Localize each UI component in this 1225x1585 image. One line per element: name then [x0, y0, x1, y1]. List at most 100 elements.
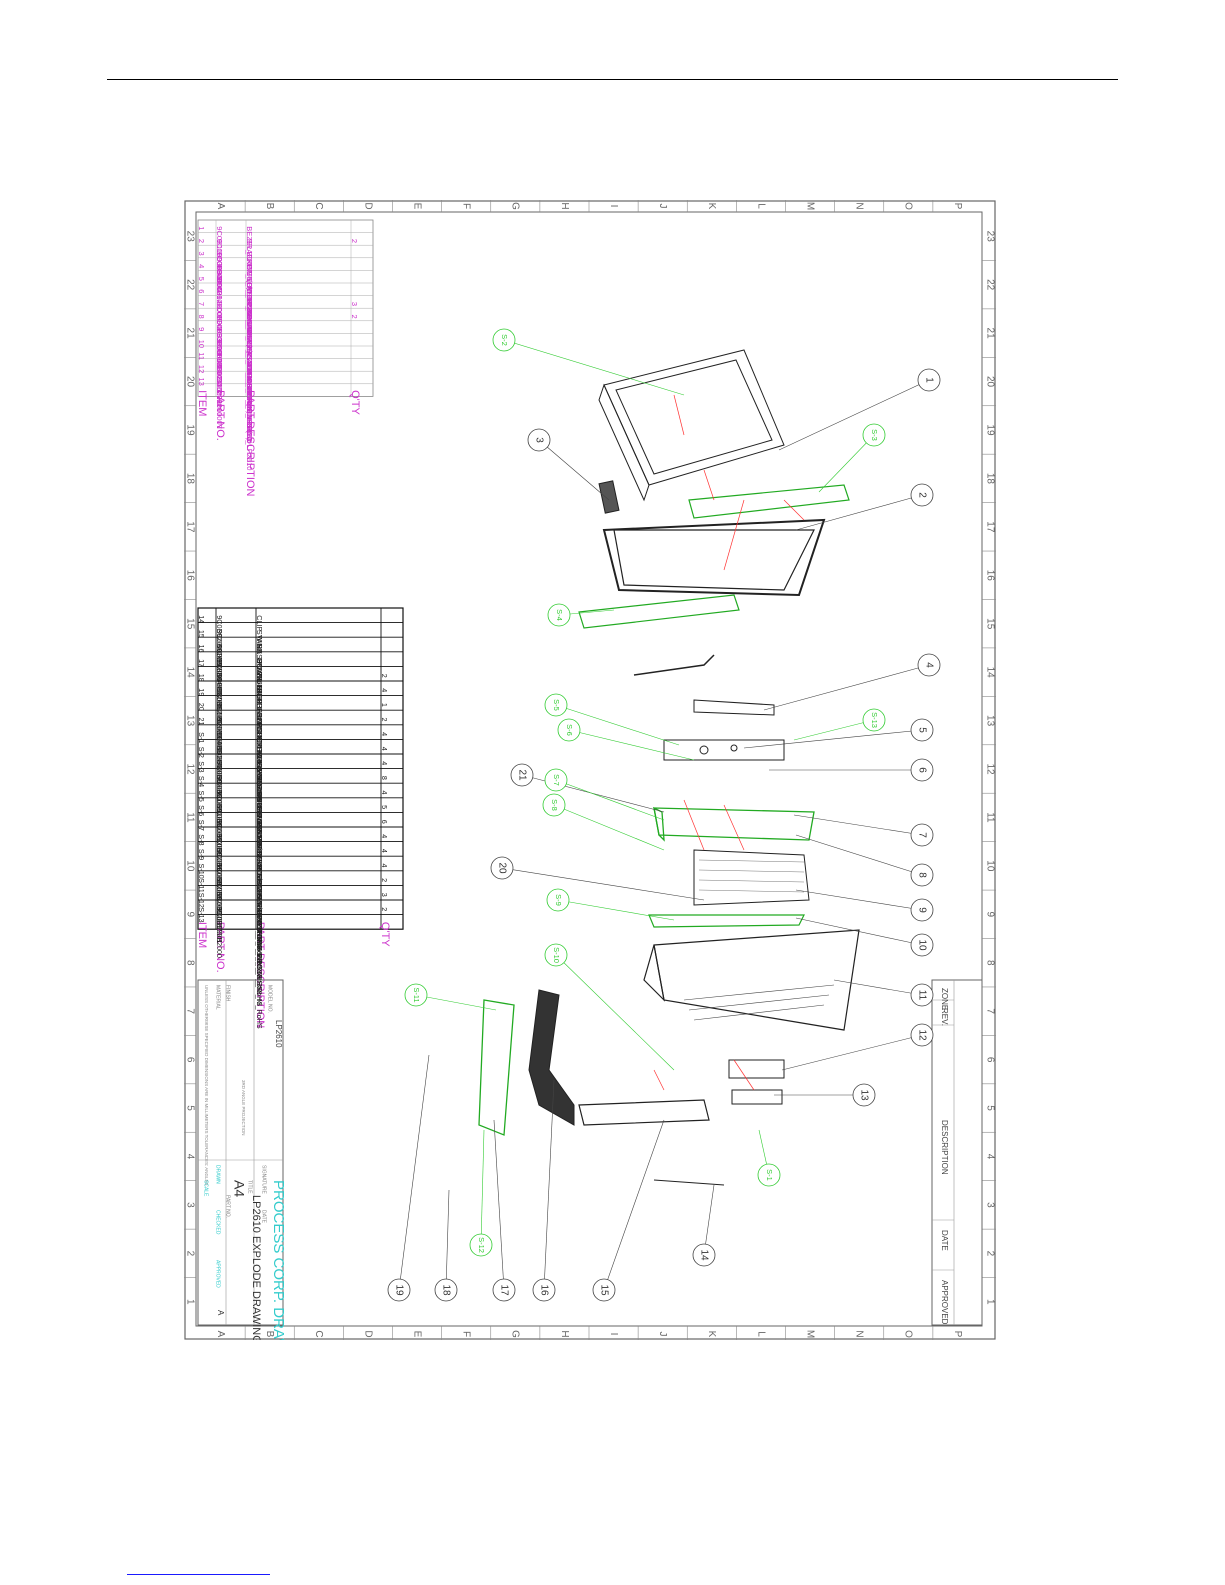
- bracket-back-part: [648, 914, 805, 928]
- bom-cell-desc: BASE_LP2610: [255, 645, 264, 693]
- footer-link-underline[interactable]: [127, 1574, 270, 1575]
- bom-cell-part: 9C0B920B2001: [215, 893, 224, 944]
- screw-callout-label: S-12: [477, 1237, 486, 1253]
- zone-row-label: P: [952, 203, 963, 210]
- bom-cell-qty: 2: [380, 718, 389, 722]
- rev-value: A: [216, 1310, 225, 1316]
- zone-row-label: M: [804, 1330, 815, 1338]
- callout-leader: [743, 729, 923, 749]
- callout-leader: [833, 979, 923, 996]
- zone-col-label: 4: [984, 1154, 995, 1160]
- bom-cell-part: 9C0B920B0003: [215, 849, 224, 900]
- zone-col-label: 6: [184, 1057, 195, 1063]
- zone-row-label: E: [411, 203, 422, 210]
- bom-cell-part: 9C0B9304C002: [215, 340, 224, 393]
- bom-cell-desc: SCREW_PW_CROSS_3x8_Ni_RoHS: [255, 907, 264, 1029]
- bom-cell-desc: SCREW_HEX_M3x5.5_Ni_RoHS: [255, 878, 264, 985]
- revision-header: REV.: [940, 1008, 949, 1026]
- callout-bubble: [510, 763, 534, 787]
- bom-cell-item: 3: [197, 252, 206, 256]
- bom-cell-part: 9C0B110000000: [215, 226, 224, 282]
- bom-cell-qty: 4: [380, 791, 389, 795]
- screw-callout-label: S-2: [500, 334, 509, 346]
- callout-bubble: [910, 983, 934, 1007]
- revision-header: DESCRIPTION: [940, 1120, 949, 1175]
- bom-cell-item: 14: [197, 615, 206, 623]
- zone-row-label: H: [559, 1330, 570, 1337]
- bom-cell-part: 9C0B920B1000: [215, 864, 224, 915]
- projection-label: 3RD ANGLE PROJECTION: [241, 1080, 246, 1136]
- zone-row-label: A: [215, 1331, 226, 1338]
- bom-cell-item: 13: [197, 378, 206, 386]
- callout-label: 4: [923, 662, 934, 668]
- callout-label: 6: [916, 767, 927, 773]
- callout-label: 14: [698, 1249, 709, 1261]
- bom-cell-part: 9C0346230000: [215, 365, 224, 416]
- callout-bubble: [910, 1023, 934, 1047]
- callout-leader: [543, 1079, 555, 1291]
- callout-label: 20: [496, 862, 507, 874]
- bom-cell-desc: SCREW_CROSS_M3x6_Zn: [255, 732, 264, 822]
- zone-col-label: 5: [184, 1105, 195, 1111]
- bom-cell-part: 9C0B92000800: [215, 645, 224, 695]
- bom-cell-desc: CHASSIS_M_LP2610: [245, 340, 254, 413]
- screw-callout-leader: [793, 719, 875, 741]
- signature-label: SIGNATURE: [261, 1165, 267, 1194]
- screw-callout-leader: [503, 339, 685, 396]
- zone-row-label: I: [608, 1333, 619, 1336]
- bom-cell-desc: RUBBER_FOOT_LP2610_RoHS: [255, 688, 264, 794]
- bom-cell-item: S-1: [197, 732, 206, 743]
- bom-cell-part: 9C0B900B0001: [215, 761, 224, 812]
- zone-col-label: 21: [184, 328, 195, 340]
- bom-cell-item: S-2: [197, 747, 206, 758]
- screw-callout-label: S-1: [765, 1169, 774, 1181]
- assembly-leader: [673, 394, 685, 436]
- assembly-leader: [703, 469, 715, 501]
- bom-cell-desc: COVER-HINGE(B)_LP2610: [245, 378, 254, 471]
- screw-callout-bubble: [862, 708, 886, 732]
- zone-row-label: C: [313, 202, 324, 209]
- title-block-border: [197, 979, 284, 1326]
- zone-row-label: N: [854, 202, 865, 209]
- bom-cell-item: 17: [197, 659, 206, 667]
- bom-cell-desc: SCREW_CROSS_M4x12_Ni_RoHS: [255, 849, 264, 965]
- screw-callout-leader: [818, 434, 875, 493]
- zone-col-label: 8: [184, 960, 195, 966]
- exploded-parts: [478, 349, 860, 1186]
- screw-callout-label: S-7: [552, 774, 561, 786]
- revision-header: DATE: [940, 1230, 949, 1251]
- zone-row-label: F: [461, 1331, 472, 1337]
- zone-col-label: 4: [184, 1154, 195, 1160]
- bom-cell-desc: INSULATOR PP 223x106x0.4mm LP2610: [245, 302, 254, 442]
- drawn-label: DRAWN: [215, 1165, 221, 1184]
- screw-callout-bubble: [757, 1163, 781, 1187]
- screw-callout-label: S-4: [555, 609, 564, 621]
- zone-col-label: 10: [184, 860, 195, 872]
- screw-callout-label: S-8: [550, 799, 559, 811]
- bom-cell-desc: GASKET_EMI_70x15x0.18mm_LP2610: [255, 703, 264, 831]
- callout-bubble: [910, 933, 934, 957]
- callout-label: 21: [516, 769, 527, 781]
- callout-label: 19: [393, 1284, 404, 1296]
- screw-callout-leader: [557, 899, 675, 921]
- callout-label: 12: [916, 1029, 927, 1041]
- callout-bubble: [917, 653, 941, 677]
- bom-cell-item: S-9: [197, 849, 206, 860]
- screw-callout-label: S-13: [870, 712, 879, 728]
- screw-callout-label: S-3: [870, 429, 879, 441]
- screw-callout-label: S-9: [554, 894, 563, 906]
- callout-bubble: [592, 1278, 616, 1302]
- bom-cell-item: 11: [197, 352, 206, 360]
- zone-col-label: 15: [184, 618, 195, 630]
- callout-label: 9: [916, 907, 927, 913]
- bom-cell-qty: 3: [380, 893, 389, 897]
- callout-bubble: [527, 428, 551, 452]
- callout-label: 7: [916, 832, 927, 838]
- callout-leader: [445, 1189, 450, 1291]
- bom-cell-item: 20: [197, 703, 206, 711]
- bom-cell-desc: INSULATOR_MYLAR_223x140x0.43mm_LP2610: [245, 264, 254, 430]
- drawing-title: LP2610 EXPLODE DRAWING: [250, 1195, 262, 1340]
